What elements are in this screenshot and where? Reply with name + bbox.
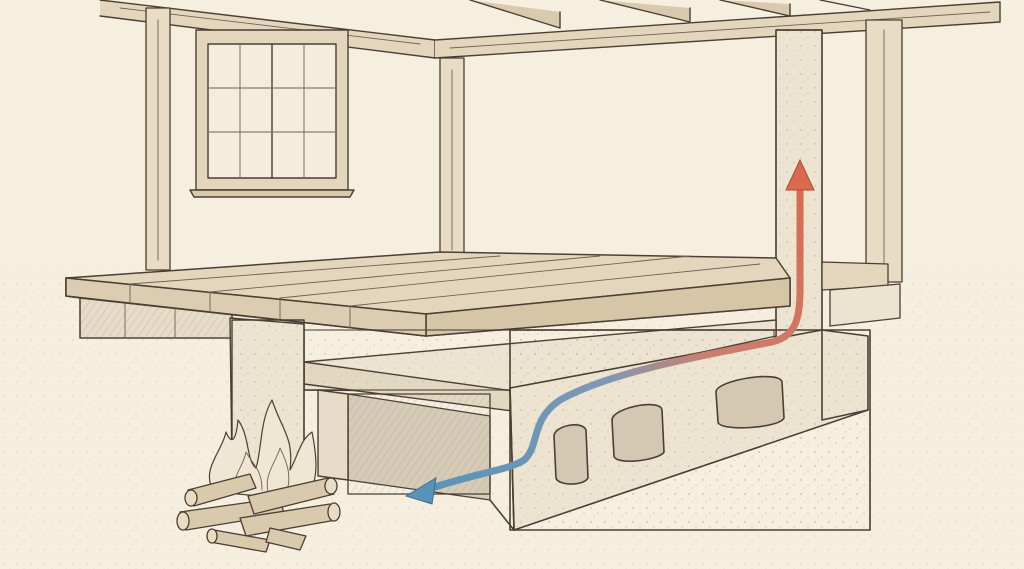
fire [208, 399, 317, 501]
hollow-flue-block [489, 329, 871, 531]
room-window [189, 29, 355, 198]
raised-wooden-platform [65, 251, 791, 337]
cool-air-arrow [404, 477, 437, 505]
firewood-logs [176, 473, 341, 553]
airflow-line [416, 184, 804, 496]
ceiling-beams [99, 0, 1001, 59]
right-wall-post [865, 19, 903, 283]
warm-air-arrow [785, 158, 815, 191]
airflow-path [404, 158, 815, 505]
firing-cavity [347, 393, 491, 501]
left-wall-post [145, 7, 171, 271]
back-floor-ledge [821, 261, 901, 327]
middle-wall-post [439, 57, 465, 255]
stone-support-pillar [229, 317, 349, 481]
